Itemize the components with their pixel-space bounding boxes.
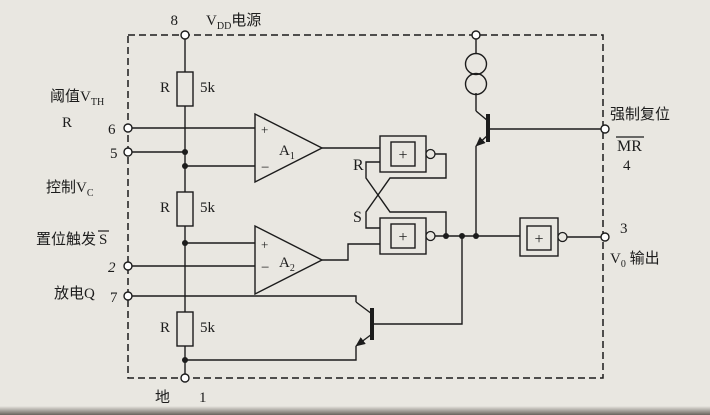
plus-input-mark: + bbox=[261, 237, 268, 252]
reset-transistor bbox=[475, 110, 490, 147]
resistor-value: 5k bbox=[200, 200, 216, 216]
threshold-label-line2: R bbox=[62, 115, 72, 131]
latch-nor-gate-s: + bbox=[379, 217, 436, 255]
wire-latch-to-discharge-base bbox=[373, 236, 463, 325]
pin7-number: 7 bbox=[110, 290, 118, 306]
resistor-r2: R 5k bbox=[160, 191, 216, 227]
ground-label: 地 bbox=[155, 389, 170, 406]
current-source-circle bbox=[464, 52, 488, 76]
resistor-body bbox=[176, 191, 194, 227]
junction-dot bbox=[443, 233, 449, 239]
output-label: V0 输出 bbox=[610, 250, 660, 270]
resistor-body bbox=[176, 71, 194, 107]
pin3-number: 3 bbox=[620, 221, 628, 237]
pin2-terminal bbox=[123, 261, 133, 271]
current-source bbox=[464, 52, 488, 96]
output-gate: + bbox=[519, 217, 568, 257]
force-reset-label: 强制复位 bbox=[610, 105, 670, 123]
mr-label: MR bbox=[617, 138, 642, 155]
comparator-a2: + − A2 bbox=[254, 224, 324, 296]
junction-dot bbox=[182, 357, 188, 363]
gate-inner-box bbox=[390, 223, 416, 249]
junction-dot bbox=[182, 240, 188, 246]
pin8-number: 8 bbox=[171, 13, 179, 29]
resistor-body bbox=[176, 311, 194, 347]
resistor-r3: R 5k bbox=[160, 311, 216, 347]
pin1-terminal bbox=[180, 373, 190, 383]
transistor-emitter bbox=[355, 333, 373, 347]
gate-inner-box bbox=[526, 225, 552, 251]
pin3-terminal bbox=[600, 232, 610, 242]
junction-dot bbox=[182, 149, 188, 155]
pin-terminals bbox=[123, 30, 610, 383]
inversion-bubble bbox=[425, 230, 436, 242]
wire-discharge-emitter-gnd bbox=[185, 346, 357, 361]
threshold-label: 阈值VTH bbox=[50, 88, 104, 108]
trigger-sbar-label: S bbox=[99, 232, 107, 248]
latch-r-input-label: R bbox=[353, 157, 364, 174]
current-source-circle bbox=[464, 72, 488, 96]
junction-dot bbox=[182, 163, 188, 169]
inversion-bubble bbox=[557, 231, 568, 243]
pin1-number: 1 bbox=[199, 390, 207, 406]
vdd-label: VDD电源 bbox=[206, 12, 261, 32]
opamp-triangle bbox=[254, 112, 324, 184]
pin4-terminal bbox=[600, 124, 610, 134]
control-label: 控制VC bbox=[46, 179, 94, 199]
plus-input-mark: + bbox=[261, 122, 268, 137]
minus-input-mark: − bbox=[261, 160, 269, 176]
comparator-label: A1 bbox=[279, 143, 295, 162]
wire-feedback-top-to-bottom bbox=[365, 153, 447, 229]
junction-dots bbox=[182, 149, 479, 363]
wire-feedback-bottom-to-top bbox=[365, 161, 447, 236]
ic-dashed-boundary bbox=[127, 34, 604, 379]
pin6-terminal bbox=[123, 123, 133, 133]
resistor-name: R bbox=[160, 80, 170, 96]
pin5-terminal bbox=[123, 147, 133, 157]
gate-symbol: + bbox=[398, 147, 407, 164]
junction-dot bbox=[459, 233, 465, 239]
minus-input-mark: − bbox=[261, 260, 269, 276]
vdd-internal-terminal bbox=[471, 30, 481, 40]
transistor-emitter bbox=[475, 134, 489, 147]
transistor-collector bbox=[355, 301, 373, 315]
pin6-number: 6 bbox=[108, 122, 116, 138]
latch-s-input-label: S bbox=[353, 209, 362, 226]
pin4-number: 4 bbox=[623, 158, 631, 174]
resistor-name: R bbox=[160, 320, 170, 336]
pin5-number: 5 bbox=[110, 146, 118, 162]
discharge-transistor bbox=[355, 301, 374, 347]
pin7-terminal bbox=[123, 291, 133, 301]
wires bbox=[132, 39, 601, 374]
gate-inner-box bbox=[390, 141, 416, 167]
comparator-label: A2 bbox=[279, 255, 295, 274]
comparator-a1: + − A1 bbox=[254, 112, 324, 184]
resistor-r1: R 5k bbox=[160, 71, 216, 107]
discharge-label: 放电Q bbox=[54, 285, 95, 302]
wire-a2-out bbox=[322, 243, 380, 261]
wire-discharge-pin bbox=[132, 295, 357, 302]
scan-edge-shadow bbox=[0, 406, 710, 415]
resistor-name: R bbox=[160, 200, 170, 216]
pin2-number: 2 bbox=[108, 260, 116, 276]
inversion-bubble bbox=[425, 148, 436, 160]
junction-dot bbox=[473, 233, 479, 239]
pin8-terminal bbox=[180, 30, 190, 40]
latch-nor-gate-r: + bbox=[379, 135, 436, 173]
transistor-collector bbox=[475, 110, 489, 122]
gate-symbol: + bbox=[534, 231, 543, 248]
resistor-value: 5k bbox=[200, 80, 216, 96]
opamp-triangle bbox=[254, 224, 324, 296]
trigger-label: 置位触发 bbox=[36, 231, 96, 248]
gate-symbol: + bbox=[398, 229, 407, 246]
resistor-value: 5k bbox=[200, 320, 216, 336]
